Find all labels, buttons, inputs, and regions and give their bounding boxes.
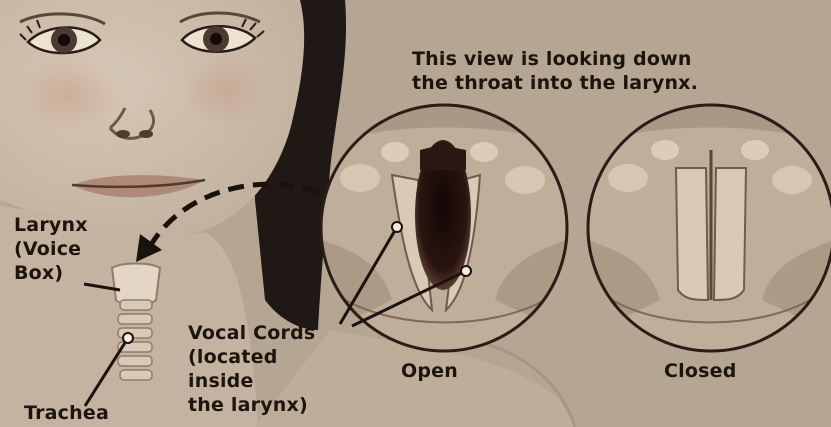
- larynx-label-line-3: Box): [14, 262, 63, 284]
- nostril-right: [139, 130, 153, 138]
- cheek-right: [180, 55, 270, 125]
- pointer-dot-1: [392, 222, 402, 232]
- vocal-cords-label-line-2: (located: [188, 346, 278, 368]
- pointer-dot-3: [123, 333, 133, 343]
- larynx-label-line-1: Larynx: [14, 214, 88, 236]
- cheek-left: [15, 57, 125, 133]
- nostril-left: [116, 130, 130, 138]
- vocal-cords-label-line-4: the larynx): [188, 394, 308, 416]
- pointer-dot-2: [461, 266, 471, 276]
- caption-line-2: the throat into the larynx.: [412, 72, 698, 94]
- caption-line-1: This view is looking down: [412, 48, 692, 70]
- open-label: Open: [401, 360, 458, 382]
- vocal-cords-label-line-3: inside: [188, 370, 254, 392]
- larynx-label-line-2: (Voice: [14, 238, 81, 260]
- closed-label: Closed: [664, 360, 737, 382]
- vocal-cords-label-line-1: Vocal Cords: [188, 322, 315, 344]
- trachea-label: Trachea: [24, 402, 109, 424]
